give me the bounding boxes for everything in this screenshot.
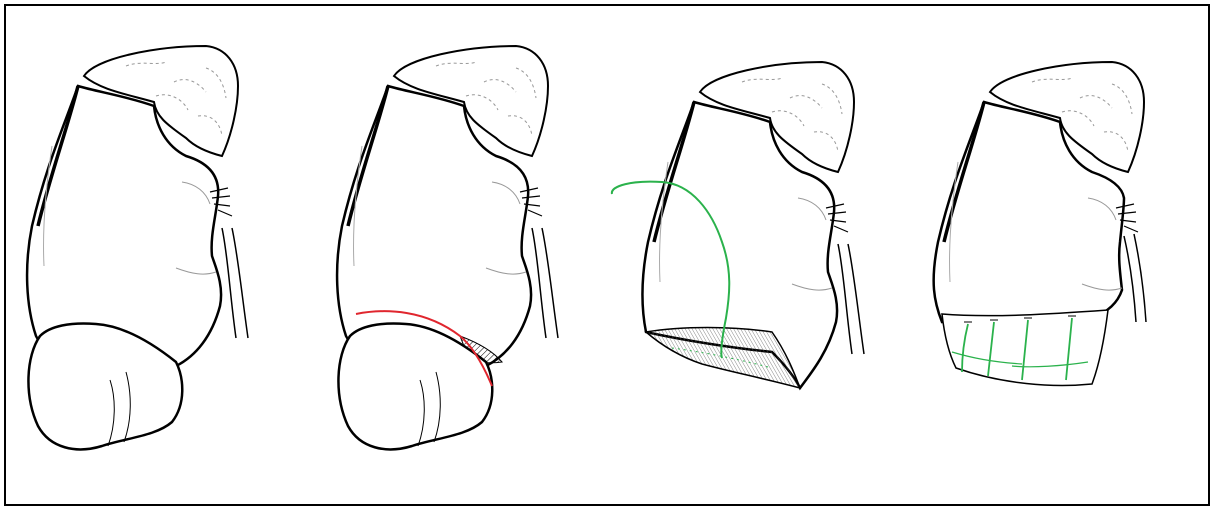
panel-3 <box>612 62 864 388</box>
surgical-diagram <box>6 6 1208 504</box>
panel-1 <box>27 46 248 449</box>
panel-4 <box>934 62 1146 385</box>
figure-frame <box>4 4 1210 506</box>
panel-2 <box>337 46 558 449</box>
